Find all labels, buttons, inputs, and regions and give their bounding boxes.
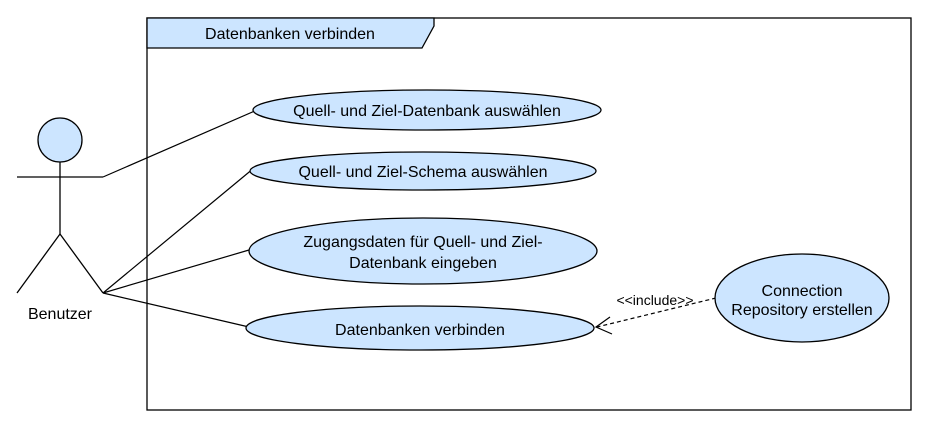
use-case-5: Connection Repository erstellen	[714, 253, 890, 343]
use-case-1-shape	[252, 89, 602, 131]
use-case-4-shape	[245, 305, 595, 351]
use-case-1-label: Quell- und Ziel-Datenbank auswählen	[293, 103, 561, 120]
use-case-5-shape	[714, 253, 890, 343]
use-case-4-label: Datenbanken verbinden	[335, 322, 505, 339]
use-case-4: Datenbanken verbinden	[245, 305, 595, 351]
actor-left-leg	[16, 233, 61, 294]
use-case-1: Quell- und Ziel-Datenbank auswählen	[252, 89, 602, 131]
include-label: <<include>>	[616, 292, 693, 308]
frame-title: Datenbanken verbinden	[205, 26, 375, 43]
frame-title-tab	[146, 17, 435, 49]
use-case-3-shape	[248, 217, 598, 285]
use-case-5-label-line-1: Connection	[762, 283, 843, 300]
association-4	[102, 292, 250, 328]
use-case-3: Zugangsdaten für Quell- und Ziel- Datenb…	[248, 217, 598, 285]
actor-figure	[16, 117, 104, 294]
use-case-2-shape	[249, 151, 597, 191]
associations	[102, 109, 258, 328]
association-2	[102, 167, 255, 294]
use-case-3-label-line-2: Datenbank eingeben	[349, 255, 497, 272]
include-arrowhead	[594, 316, 613, 335]
system-boundary	[146, 17, 912, 411]
use-case-2: Quell- und Ziel-Schema auswählen	[249, 151, 597, 191]
association-1	[102, 109, 258, 178]
actor-right-leg	[59, 233, 104, 294]
actor-head	[37, 117, 83, 163]
use-case-3-label-line-1: Zugangsdaten für Quell- und Ziel-	[303, 234, 542, 251]
use-case-5-label-line-2: Repository erstellen	[731, 302, 872, 319]
association-3	[102, 249, 250, 294]
actor-label: Benutzer	[28, 306, 93, 323]
use-case-2-label: Quell- und Ziel-Schema auswählen	[298, 164, 547, 181]
